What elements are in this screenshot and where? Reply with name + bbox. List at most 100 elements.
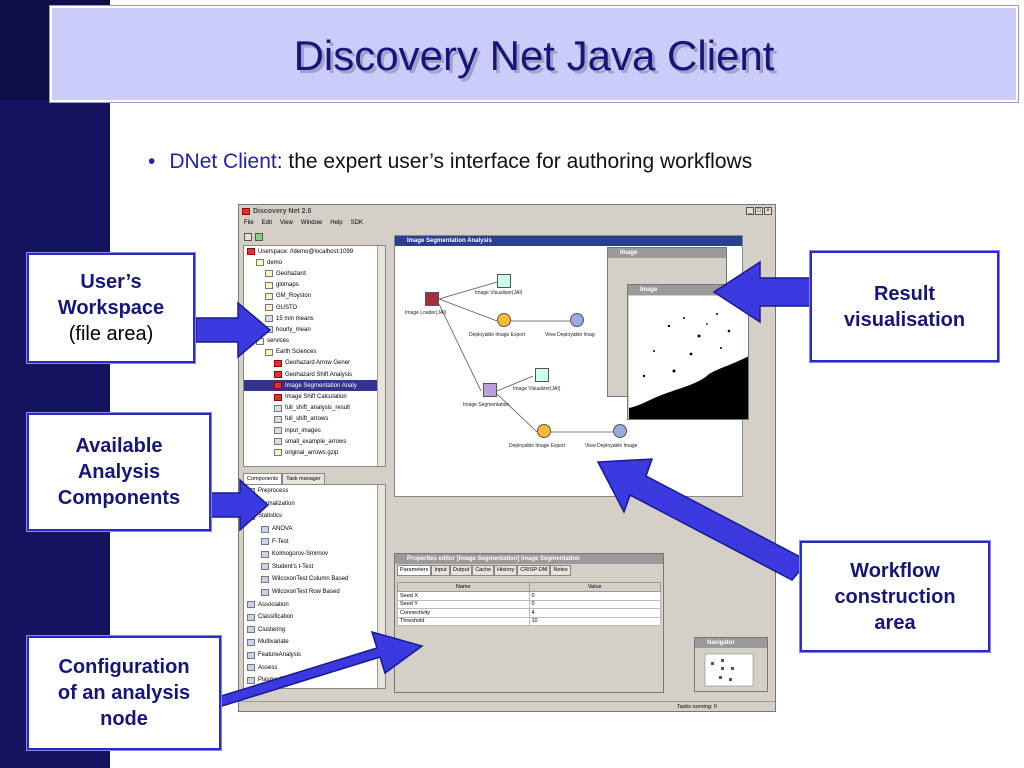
tree-item[interactable]: Image Segmentation Analy bbox=[244, 380, 385, 392]
component-item[interactable]: Clustering bbox=[244, 624, 385, 637]
component-item[interactable]: Plasma Pl bbox=[244, 674, 385, 687]
tree-item-label: services bbox=[267, 338, 290, 345]
component-item[interactable]: Normalization bbox=[244, 498, 385, 511]
components-scrollbar[interactable] bbox=[377, 485, 385, 688]
tab-task-manager[interactable]: Task manager bbox=[282, 473, 325, 484]
tree-item[interactable]: full_shift_arrows bbox=[244, 414, 385, 425]
tree-item[interactable]: Userspace: //demo@localhost:1099 bbox=[244, 246, 385, 257]
node-label: View Deployable Imag bbox=[545, 332, 595, 338]
image-window-front[interactable]: Image bbox=[627, 284, 749, 420]
component-item[interactable]: WilcoxonTest Column Based bbox=[244, 573, 385, 586]
tree-item[interactable]: demo bbox=[244, 257, 385, 268]
component-label: WilcoxonTest Row Based bbox=[272, 589, 340, 596]
minimize-icon[interactable]: _ bbox=[746, 207, 754, 215]
refresh-icon[interactable] bbox=[255, 233, 263, 241]
menu-edit[interactable]: Edit bbox=[261, 219, 273, 226]
slide-title: Discovery Net Java Client bbox=[293, 32, 775, 79]
menu-sdk[interactable]: SDK bbox=[350, 219, 363, 226]
node-image-loader[interactable] bbox=[425, 292, 439, 306]
node-image-visualizer-1[interactable] bbox=[497, 274, 511, 288]
component-item[interactable]: ANOVA bbox=[244, 523, 385, 536]
tree-item[interactable]: input_images bbox=[244, 425, 385, 436]
component-item[interactable]: Association bbox=[244, 598, 385, 611]
tree-item[interactable]: full_shift_analysis_result bbox=[244, 403, 385, 414]
column-value: Value bbox=[528, 582, 661, 592]
menu-window[interactable]: Window bbox=[300, 219, 323, 226]
component-icon bbox=[247, 638, 255, 646]
folder-icon bbox=[265, 281, 273, 289]
folder-icon bbox=[265, 304, 273, 312]
status-text: Tasks running: 0 bbox=[676, 703, 717, 710]
close-icon[interactable]: × bbox=[764, 207, 772, 215]
node-image-visualizer-2[interactable] bbox=[535, 368, 549, 382]
tree-item[interactable]: small_example_arrows bbox=[244, 436, 385, 447]
properties-tab[interactable]: Input bbox=[431, 565, 450, 576]
navigator-window[interactable]: Navigator bbox=[694, 637, 768, 692]
param-value[interactable]: 4 bbox=[528, 608, 661, 618]
param-value[interactable]: 0 bbox=[528, 591, 661, 601]
table-icon bbox=[274, 438, 282, 446]
tree-item[interactable]: Geohazard bbox=[244, 268, 385, 279]
component-item[interactable]: Student's t-Test bbox=[244, 561, 385, 574]
tree-item[interactable]: hourly_mean bbox=[244, 324, 385, 335]
component-label: F-Test bbox=[272, 538, 289, 545]
component-item[interactable]: FeatureAnalysis bbox=[244, 649, 385, 662]
node-view-deployable-2[interactable] bbox=[613, 424, 627, 438]
properties-tab[interactable]: History bbox=[494, 565, 518, 576]
tree-item[interactable]: glomaps bbox=[244, 280, 385, 291]
callout-subtext: (file area) bbox=[68, 323, 154, 345]
callout-text: area bbox=[874, 611, 916, 634]
tree-item[interactable]: 15 min means bbox=[244, 313, 385, 324]
component-item[interactable]: Statistics bbox=[244, 510, 385, 523]
bullet-highlight: DNet Client bbox=[169, 150, 277, 173]
node-deployable-export-1[interactable] bbox=[497, 313, 511, 327]
table-icon bbox=[274, 427, 282, 435]
component-icon bbox=[261, 563, 269, 571]
folder-icon bbox=[265, 348, 273, 356]
menu-view[interactable]: View bbox=[280, 219, 293, 226]
tree-item[interactable]: original_arrows.gzip bbox=[244, 447, 385, 458]
workspace-scrollbar[interactable] bbox=[377, 246, 385, 466]
tree-item[interactable]: GUSTO bbox=[244, 302, 385, 313]
component-item[interactable]: F-Test bbox=[244, 535, 385, 548]
table-icon bbox=[274, 404, 282, 412]
component-icon bbox=[247, 651, 255, 659]
tree-item[interactable]: Image Shift Calculation bbox=[244, 391, 385, 402]
component-item[interactable]: Preprocess bbox=[244, 485, 385, 498]
component-item[interactable]: Kolmogorov-Smirnov bbox=[244, 548, 385, 561]
properties-tab[interactable]: Notes bbox=[550, 565, 571, 576]
tree-item[interactable]: GM_Royston bbox=[244, 291, 385, 302]
properties-tab[interactable]: Output bbox=[449, 565, 473, 576]
component-item[interactable]: Classification bbox=[244, 611, 385, 624]
component-item[interactable]: WilcoxonTest Row Based bbox=[244, 586, 385, 599]
menu-file[interactable]: File bbox=[244, 219, 254, 226]
tree-item[interactable]: Geohazard Arrow Gener bbox=[244, 358, 385, 369]
menu-help[interactable]: Help bbox=[330, 219, 343, 226]
component-item[interactable]: Assess bbox=[244, 661, 385, 674]
tree-item[interactable]: services bbox=[244, 336, 385, 347]
param-value[interactable]: 0 bbox=[528, 599, 661, 609]
tree-item[interactable]: Earth Sciences bbox=[244, 347, 385, 358]
node-deployable-export-2[interactable] bbox=[537, 424, 551, 438]
properties-tab[interactable]: Cache bbox=[472, 565, 495, 576]
callout-text: Workflow bbox=[850, 559, 940, 582]
properties-tab[interactable]: Parameters bbox=[397, 565, 432, 576]
tree-item-label: Geohazard Shift Analysis bbox=[285, 371, 353, 378]
tree-item-label: GUSTO bbox=[276, 304, 298, 311]
node-image-segmentation[interactable] bbox=[483, 383, 497, 397]
node-view-deployable-1[interactable] bbox=[570, 313, 584, 327]
tab-components[interactable]: Components bbox=[243, 473, 283, 484]
maximize-icon[interactable]: □ bbox=[755, 207, 763, 215]
tree-item[interactable]: Geohazard Shift Analysis bbox=[244, 369, 385, 380]
component-item[interactable]: Multivariate bbox=[244, 636, 385, 649]
properties-tab[interactable]: CRISP-DM bbox=[517, 565, 551, 576]
new-file-icon[interactable] bbox=[244, 233, 252, 241]
param-value[interactable]: 10 bbox=[528, 616, 661, 626]
